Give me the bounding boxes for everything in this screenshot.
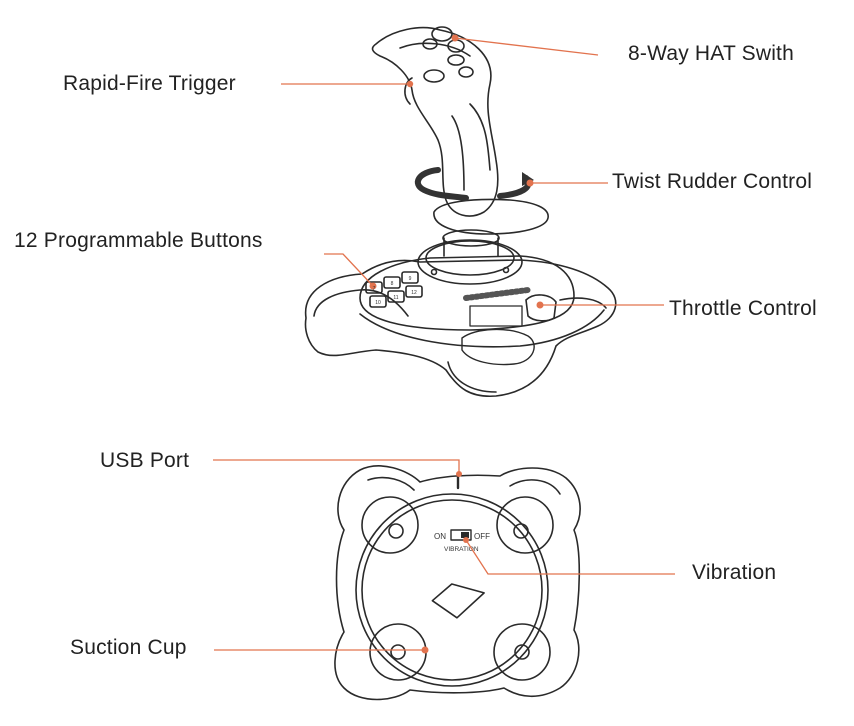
stick-collar — [417, 229, 523, 285]
usb-port-label: USB Port — [100, 449, 190, 472]
switch-on-label: ON — [434, 532, 446, 541]
vibration-switch[interactable] — [450, 529, 472, 541]
rapid-fire-label: Rapid-Fire Trigger — [63, 72, 236, 95]
button-number: 9 — [409, 276, 412, 282]
leader-vibration — [465, 539, 675, 575]
leader-lines — [213, 37, 675, 651]
leader-hat — [454, 37, 599, 56]
vibration-label: Vibration — [692, 561, 777, 584]
hat-switch-label: 8-Way HAT Swith — [628, 42, 794, 65]
leader-usb — [213, 459, 460, 474]
throttle-slider[interactable] — [463, 287, 557, 327]
switch-caption: VIBRATION — [444, 546, 479, 553]
programmable-button-cluster[interactable] — [365, 271, 423, 308]
base-underside — [334, 465, 581, 701]
button-number: 10 — [375, 300, 381, 306]
leader-buttons — [324, 253, 374, 287]
programmable-buttons-label: 12 Programmable Buttons — [14, 229, 263, 252]
stick-grip[interactable] — [371, 26, 549, 235]
joystick-base — [304, 255, 617, 397]
twist-rudder-arrow — [414, 167, 532, 201]
twist-rudder-label: Twist Rudder Control — [612, 170, 813, 193]
button-number: 7 — [373, 286, 376, 292]
throttle-label: Throttle Control — [669, 297, 817, 320]
button-number: 8 — [391, 281, 394, 287]
suction-cup-label: Suction Cup — [70, 636, 187, 659]
leader-dots — [369, 34, 544, 654]
switch-off-label: OFF — [474, 532, 490, 541]
button-number: 11 — [393, 295, 398, 301]
button-number: 12 — [411, 290, 417, 296]
